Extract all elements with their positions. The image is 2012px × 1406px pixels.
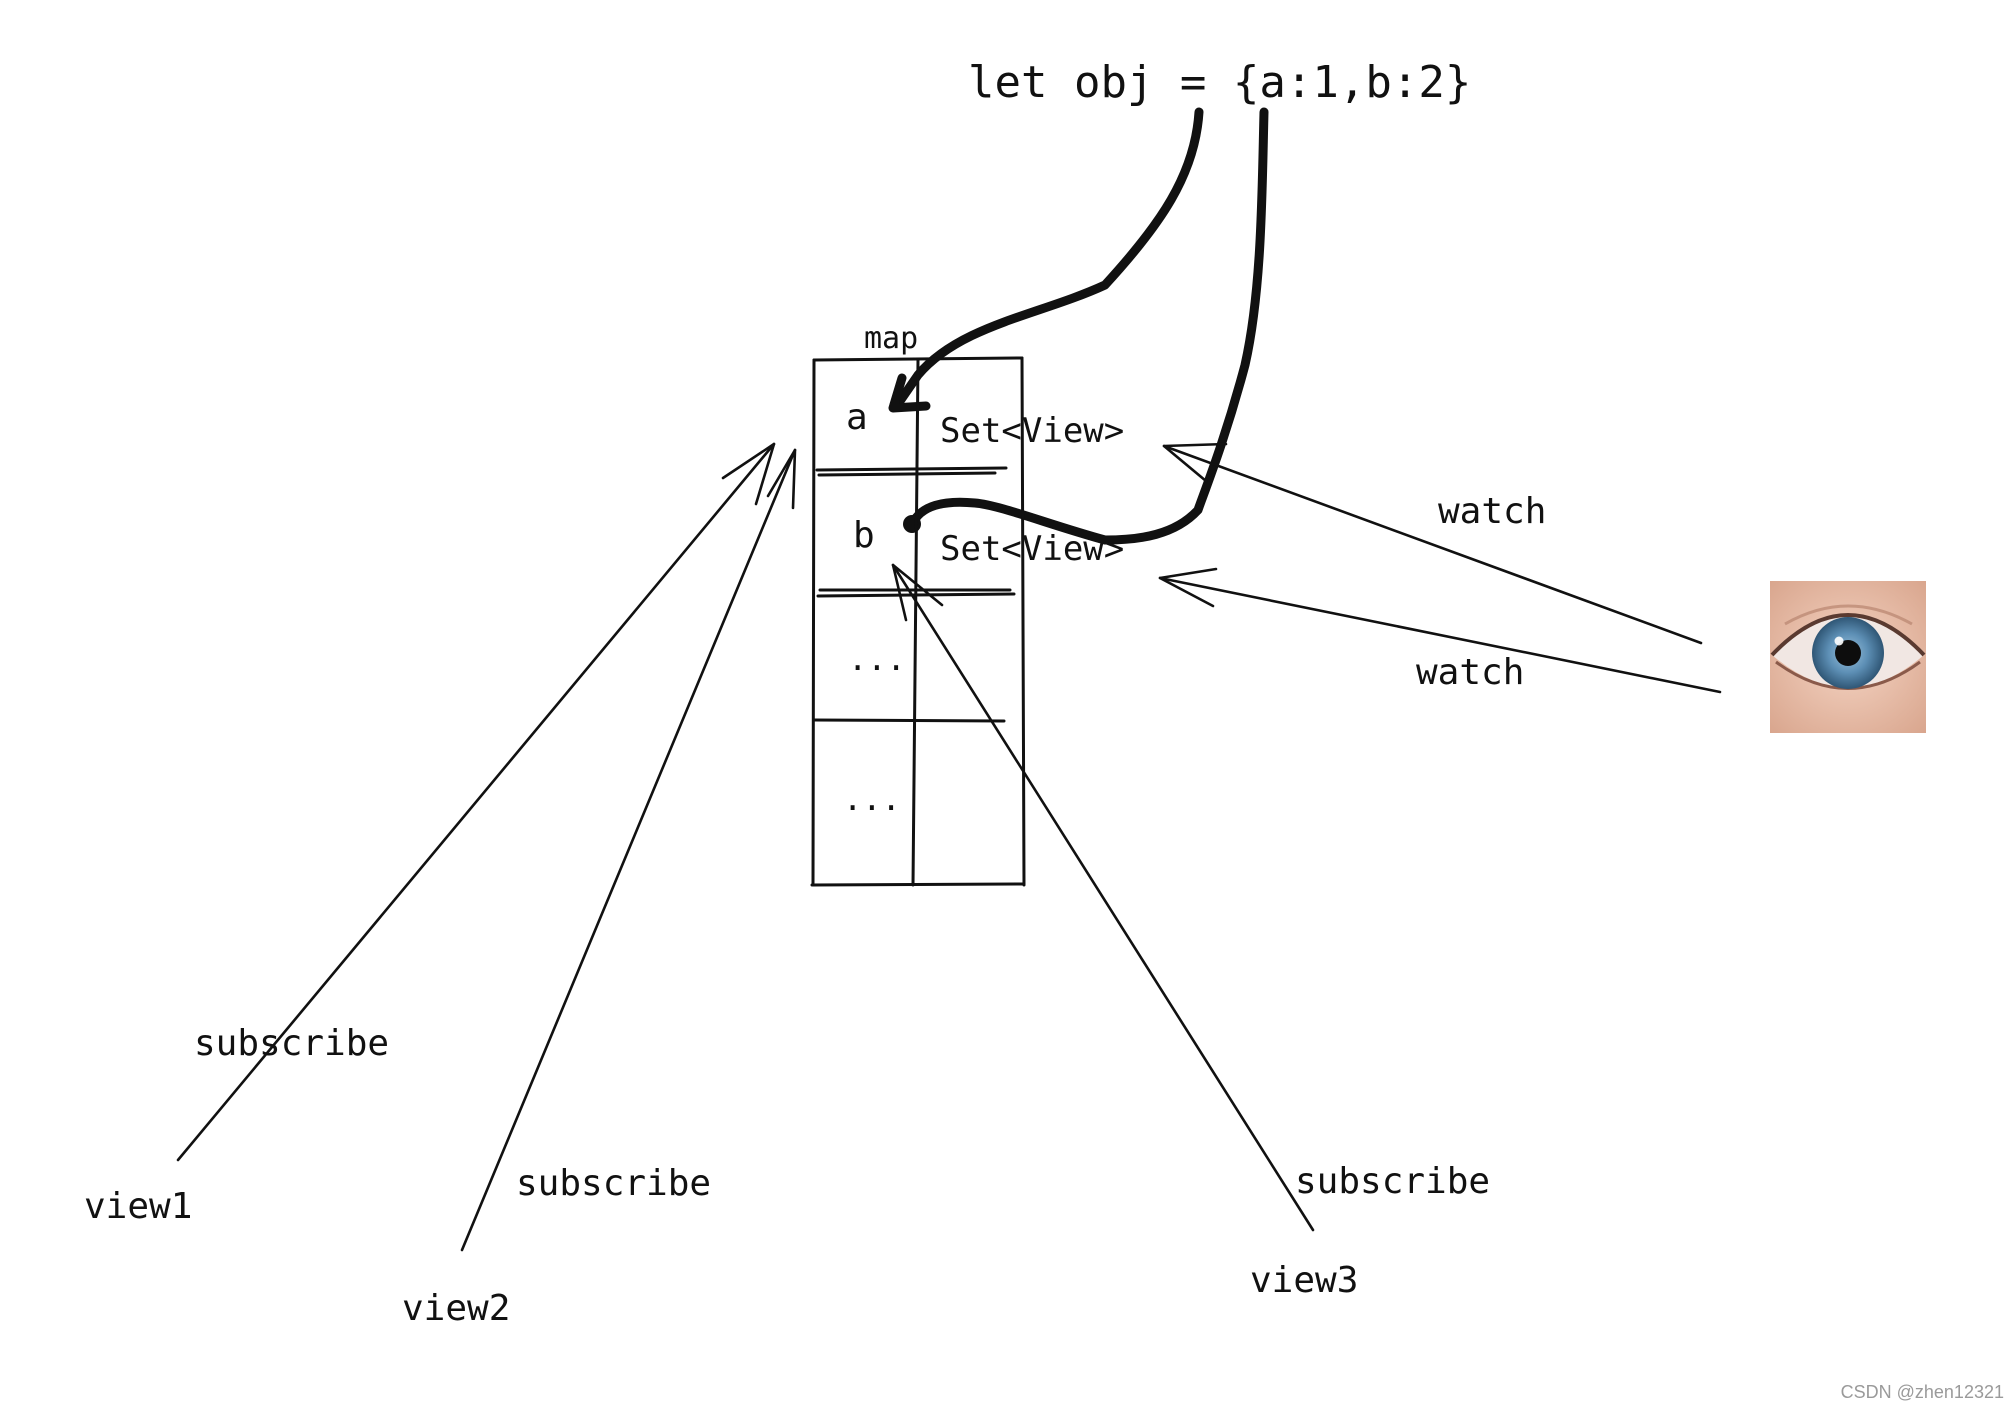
map-table <box>810 356 1026 887</box>
watch-label-a: watch <box>1438 491 1546 532</box>
subscribe-label-view3: subscribe <box>1295 1161 1490 1202</box>
map-label: map <box>864 321 918 356</box>
subscribe-label-view1: subscribe <box>194 1023 389 1064</box>
subscribe-arrow-view1 <box>176 442 776 1162</box>
subscribe-arrowhead-view2 <box>766 448 797 510</box>
watch-arrow-b <box>1158 576 1722 694</box>
subscribe-arrow-view3 <box>891 563 1315 1232</box>
subscribe-label-view2: subscribe <box>516 1163 711 1204</box>
watermark: CSDN @zhen12321 <box>1841 1382 2004 1402</box>
arrow-b-to-map <box>907 107 1269 545</box>
view1-label: view1 <box>84 1186 192 1227</box>
map-key-ellipsis-2: ... <box>843 780 901 818</box>
code-label: let obj = {a:1,b:2} <box>968 57 1471 108</box>
subscribe-arrowhead-view3 <box>891 563 944 622</box>
view2-label: view2 <box>402 1288 510 1329</box>
map-value-a: Set<View> <box>940 411 1124 451</box>
subscribe-arrow-view2 <box>460 448 797 1252</box>
subscribe-arrowhead-view1 <box>721 442 776 506</box>
watch-arrow-a <box>1162 444 1703 645</box>
map-key-b: b <box>853 515 875 556</box>
watch-arrowhead-b <box>1158 567 1218 608</box>
arrow-b-endpoint <box>903 515 921 533</box>
arrowhead-a <box>888 373 931 413</box>
map-value-b: Set<View> <box>940 529 1124 569</box>
eye-icon <box>1770 581 1926 733</box>
view3-label: view3 <box>1250 1260 1358 1301</box>
watch-arrowhead-a <box>1162 442 1228 483</box>
watch-label-b: watch <box>1416 652 1524 693</box>
arrow-a-to-map <box>893 107 1204 409</box>
map-key-ellipsis-1: ... <box>848 640 906 678</box>
map-key-a: a <box>846 397 868 438</box>
